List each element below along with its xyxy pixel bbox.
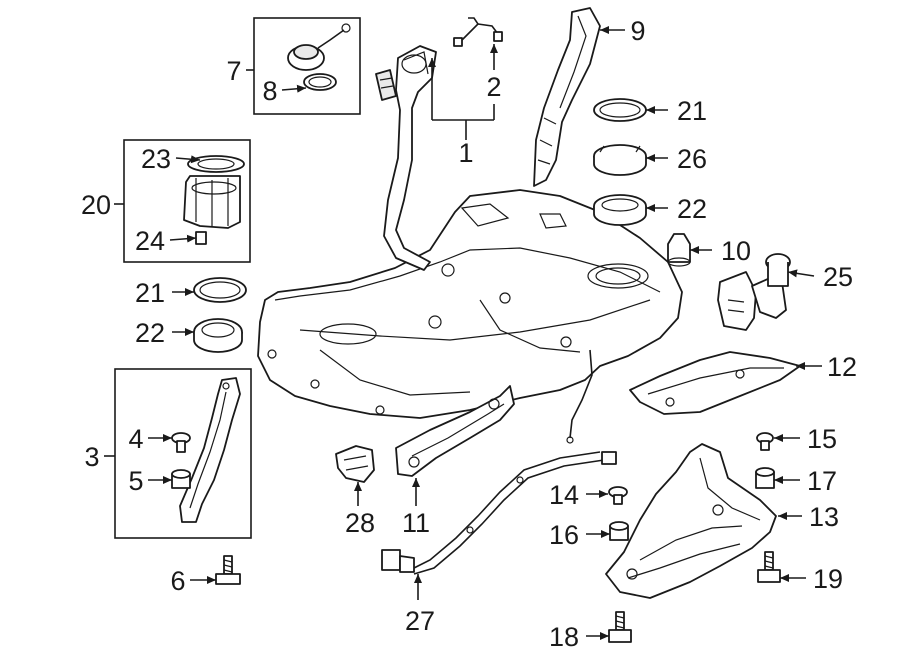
callout-18: 18 bbox=[549, 622, 579, 652]
callout-22-left: 22 bbox=[135, 318, 165, 348]
callout-labels: 1 2 3 4 5 6 7 8 9 10 11 12 13 14 15 16 1… bbox=[81, 16, 857, 652]
bracket-28 bbox=[335, 445, 375, 483]
nut-17 bbox=[755, 467, 775, 489]
callout-20: 20 bbox=[81, 190, 111, 220]
bolt-19 bbox=[757, 551, 781, 583]
callout-9: 9 bbox=[630, 16, 645, 46]
bumper-10 bbox=[667, 233, 691, 267]
callout-24: 24 bbox=[135, 226, 165, 256]
seal-ring-right bbox=[593, 194, 647, 226]
filler-shield bbox=[533, 7, 601, 187]
callout-16: 16 bbox=[549, 520, 579, 550]
callout-4: 4 bbox=[128, 424, 143, 454]
callout-8: 8 bbox=[262, 76, 277, 106]
callout-21-right: 21 bbox=[677, 96, 707, 126]
lock-ring-left bbox=[193, 277, 247, 303]
callout-6: 6 bbox=[170, 566, 185, 596]
filler-neck bbox=[375, 45, 437, 271]
bolt-14 bbox=[608, 486, 628, 505]
bracket-11 bbox=[395, 385, 515, 477]
lock-ring-right bbox=[593, 98, 647, 122]
callout-27: 27 bbox=[405, 606, 435, 636]
callout-12: 12 bbox=[827, 352, 857, 382]
callout-5: 5 bbox=[128, 466, 143, 496]
callout-10: 10 bbox=[721, 236, 751, 266]
callout-19: 19 bbox=[813, 564, 843, 594]
retainer-ring-right bbox=[593, 144, 647, 176]
strap-box bbox=[114, 368, 252, 539]
harness-27 bbox=[381, 451, 617, 575]
leader-lines bbox=[104, 26, 822, 640]
cap-kit-box bbox=[253, 17, 361, 115]
callout-26: 26 bbox=[677, 144, 707, 174]
callout-1: 1 bbox=[458, 138, 473, 168]
callout-3: 3 bbox=[84, 442, 99, 472]
bolt-6 bbox=[215, 555, 241, 585]
callout-14: 14 bbox=[549, 480, 579, 510]
bolt-15 bbox=[756, 432, 774, 451]
callout-13: 13 bbox=[809, 502, 839, 532]
callout-22-right: 22 bbox=[677, 194, 707, 224]
filler-wire bbox=[453, 17, 503, 47]
bolt-4 bbox=[171, 432, 191, 453]
callout-11: 11 bbox=[402, 508, 430, 538]
seal-ring-left bbox=[193, 318, 243, 353]
callout-2: 2 bbox=[486, 72, 501, 102]
callout-28: 28 bbox=[345, 508, 375, 538]
callout-21-left: 21 bbox=[135, 278, 165, 308]
callout-25: 25 bbox=[823, 262, 853, 292]
nut-5 bbox=[171, 469, 191, 489]
callout-17: 17 bbox=[807, 466, 837, 496]
callout-7: 7 bbox=[226, 56, 241, 86]
nut-16 bbox=[609, 521, 629, 541]
bolt-18 bbox=[608, 611, 632, 643]
heat-shield-13 bbox=[605, 443, 777, 599]
callout-23: 23 bbox=[141, 144, 171, 174]
valve-25 bbox=[717, 253, 791, 331]
callout-15: 15 bbox=[807, 424, 837, 454]
pump-module-box bbox=[123, 139, 251, 263]
fuel-tank bbox=[257, 189, 683, 444]
heat-shield-12 bbox=[629, 351, 801, 415]
